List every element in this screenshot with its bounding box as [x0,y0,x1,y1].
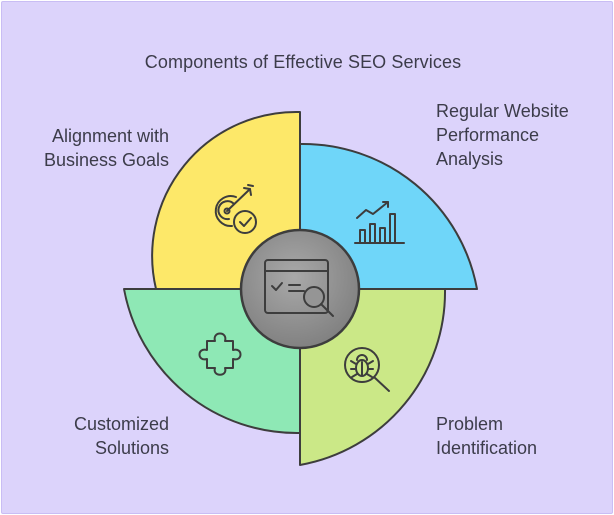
bar-chart-trend-icon [354,201,405,244]
label-problem-line-1: Problem [436,414,504,434]
label-performance-line-1: Regular Website [436,101,569,121]
label-customized-line-1: Customized [73,414,169,434]
label-problem-line-2: Identification [436,438,538,458]
label-performance: Regular Website Performance Analysis [436,99,606,171]
center-hub [239,228,361,350]
label-alignment: Alignment with Business Goals [22,124,169,172]
puzzle-piece-icon [198,332,242,376]
label-alignment-line-1: Alignment with [51,126,169,146]
target-check-icon [214,184,257,234]
bug-search-icon [344,347,390,392]
diagram-title: Components of Effective SEO Services [144,52,462,72]
label-problem: Problem Identification [436,412,606,460]
label-customized-line-2: Solutions [94,438,169,458]
analysis-window-icon [264,259,334,317]
label-alignment-line-2: Business Goals [43,150,169,170]
label-performance-line-3: Analysis [436,149,504,169]
label-performance-line-2: Performance [436,125,540,145]
label-customized: Customized Solutions [32,412,169,460]
